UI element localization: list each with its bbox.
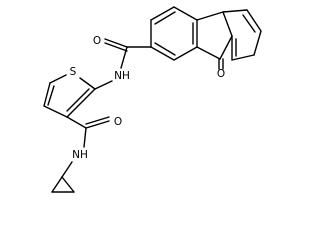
- bond: [150, 6, 175, 21]
- bond: [154, 11, 176, 25]
- thiophene-sulfur-label: S: [70, 66, 77, 78]
- bond: [61, 176, 75, 193]
- amide2-oxygen-label: O: [114, 116, 122, 128]
- bond: [231, 54, 255, 61]
- ketone-group: O: [217, 58, 225, 80]
- bond: [196, 11, 224, 21]
- bond: [85, 116, 110, 125]
- ketone-oxygen-label: O: [217, 68, 225, 80]
- thiophene-ring: S: [43, 66, 113, 118]
- bond: [196, 46, 221, 60]
- bond: [222, 11, 233, 37]
- amide1-nitrogen-label: NH: [114, 70, 130, 82]
- bond: [85, 120, 110, 129]
- bond: [61, 161, 73, 178]
- fluorenone-left-ring: [150, 6, 198, 61]
- bond: [222, 9, 248, 13]
- bond: [104, 42, 128, 52]
- fluorenone-right-ring: [222, 9, 262, 61]
- amide-1: O NH: [93, 35, 152, 82]
- bond: [66, 88, 90, 112]
- bond: [104, 38, 128, 48]
- cyclopropyl-ring: [51, 161, 75, 193]
- bond: [49, 74, 67, 84]
- bond: [253, 30, 262, 56]
- bond: [43, 82, 51, 107]
- bond: [94, 80, 113, 90]
- molecule-drawing: O O NH S O: [43, 6, 262, 193]
- bond: [173, 46, 198, 61]
- bond: [79, 77, 96, 90]
- bond: [66, 88, 96, 118]
- bond: [150, 46, 175, 61]
- bond: [51, 176, 63, 193]
- amide1-oxygen-label: O: [93, 35, 101, 47]
- amide-2: O NH: [66, 116, 122, 161]
- bond: [43, 105, 68, 118]
- bond: [219, 35, 233, 60]
- fluorenone-five-ring: [196, 11, 233, 60]
- bond: [242, 14, 256, 33]
- bond: [120, 46, 128, 69]
- structure-canvas: O O NH S O: [43, 6, 262, 193]
- bond: [173, 6, 198, 21]
- bond: [66, 116, 87, 129]
- bond: [83, 127, 87, 148]
- bond: [154, 42, 176, 56]
- amide2-nitrogen-label: NH: [72, 149, 88, 161]
- bond: [246, 9, 262, 32]
- bond: [47, 85, 55, 106]
